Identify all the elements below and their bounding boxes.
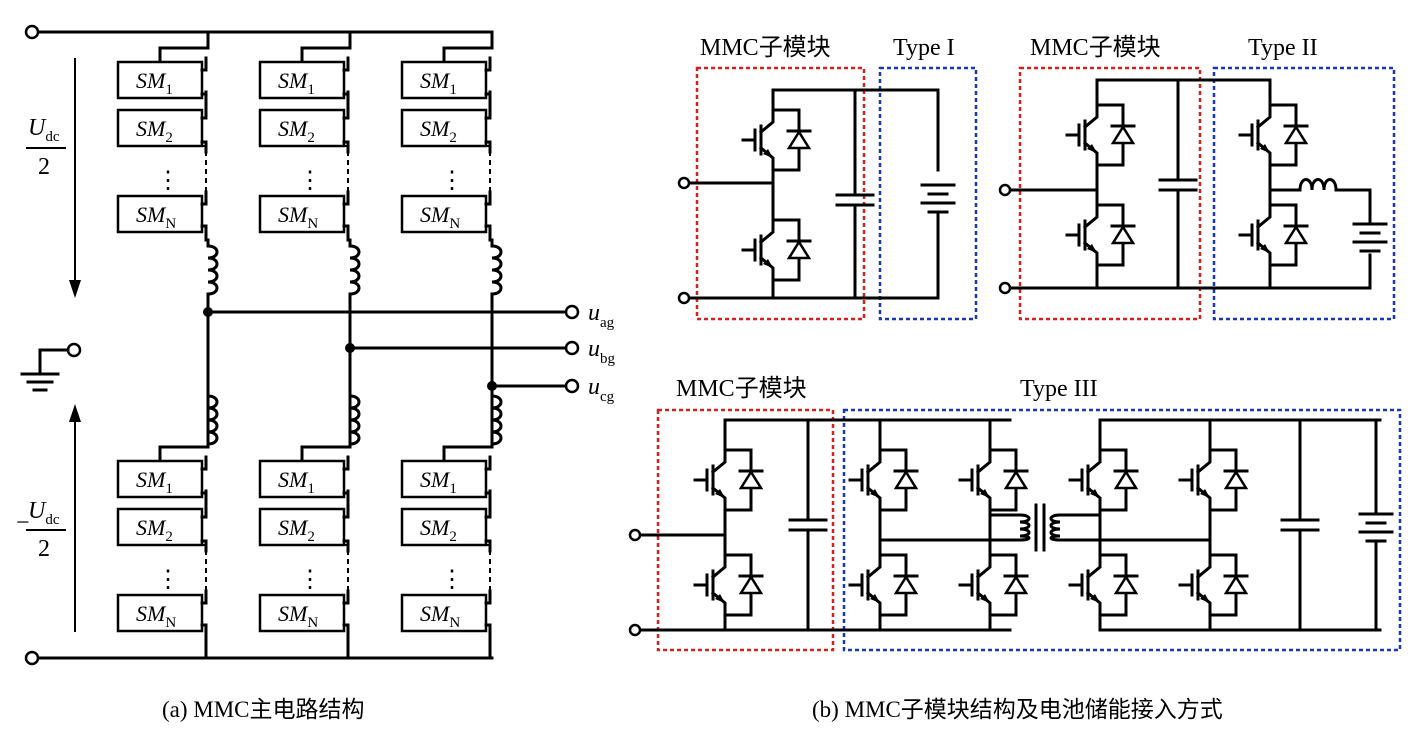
ground-icon [20,342,82,392]
svg-text:SMN: SMN [420,202,460,232]
svg-text:SM2: SM2 [420,116,457,146]
ellipsis: ⋮ [298,168,322,194]
dc-negative-terminal [24,650,40,666]
svg-text:SM1: SM1 [420,68,457,98]
type2-submodule-label: MMC子模块 [1030,34,1161,61]
type1-submodule-label: MMC子模块 [700,34,831,61]
arm-inductor-icon [206,244,219,296]
type3-label: Type III [1020,376,1098,402]
lower-voltage-arrow [69,404,81,632]
submodule-box: SMN [400,593,488,633]
type2-configuration: MMC子模块 Type II [998,34,1396,321]
svg-text:SM1: SM1 [278,467,315,497]
arm-inductor-icon [348,244,361,296]
type2-inductor-icon [1298,178,1338,192]
submodule-box: SM1 [258,459,346,499]
submodule-box: SM2 [116,507,204,547]
svg-text:SM1: SM1 [136,68,173,98]
caption-a: (a) MMC主电路结构 [162,697,365,722]
svg-text:SM2: SM2 [136,515,173,545]
type3-submodule-box [656,408,835,652]
svg-text:2: 2 [38,154,50,180]
type2-type-box [1212,66,1396,321]
submodule-box: SMN [116,194,204,234]
submodule-box: SM1 [400,459,488,499]
output-label-b: ubg [588,336,616,367]
svg-text:SM2: SM2 [278,515,315,545]
arm-inductor-icon [490,244,503,296]
submodule-box: SM1 [400,60,488,100]
upper-voltage-label: Udc 2 [26,115,66,180]
ellipsis: ⋮ [440,567,464,593]
type3-type-box [842,408,1402,652]
svg-text:Udc: Udc [28,115,60,145]
svg-text:SMN: SMN [136,202,176,232]
svg-text:SMN: SMN [278,601,318,631]
dc-positive-terminal [24,24,40,40]
mmc-main-circuit: SM1SM2SMN⋮SM1SM2SMN⋮SM1SM2SMN⋮SM1SM2SMN⋮… [16,24,616,722]
submodule-box: SM2 [258,108,346,148]
type2-submodule-box [1018,66,1202,321]
svg-text:SM2: SM2 [420,515,457,545]
submodule-box: SM1 [116,459,204,499]
submodule-box: SMN [258,194,346,234]
transformer-icon [1018,503,1062,552]
output-label-c: ucg [588,374,615,405]
svg-text:SM2: SM2 [136,116,173,146]
svg-text:SM2: SM2 [278,116,315,146]
submodule-box: SM1 [116,60,204,100]
caption-b: (b) MMC子模块结构及电池储能接入方式 [812,697,1223,722]
submodule-structures: MMC子模块 Type I MMC子模块 Type II [628,34,1402,722]
ellipsis: ⋮ [298,567,322,593]
ellipsis: ⋮ [440,168,464,194]
submodule-box: SM2 [116,108,204,148]
output-terminal-b [564,340,580,356]
type3-configuration: MMC子模块 Type III [628,375,1402,652]
type1-configuration: MMC子模块 Type I [677,34,978,321]
output-terminal-a [564,304,580,320]
lower-voltage-label: − Udc 2 [16,498,66,562]
svg-text:2: 2 [38,536,50,562]
type1-label: Type I [893,35,955,61]
svg-text:SMN: SMN [136,601,176,631]
submodule-box: SMN [400,194,488,234]
svg-text:SM1: SM1 [136,467,173,497]
svg-text:SM1: SM1 [278,68,315,98]
type1-type-box [878,66,978,321]
type2-label: Type II [1248,35,1318,61]
submodule-box: SM1 [258,60,346,100]
svg-text:Udc: Udc [28,498,60,528]
upper-voltage-arrow [69,58,81,298]
submodule-box: SM2 [400,108,488,148]
submodule-box: SMN [258,593,346,633]
submodule-box: SM2 [258,507,346,547]
type1-submodule-box [695,66,866,321]
ellipsis: ⋮ [156,168,180,194]
output-label-a: uag [588,300,615,331]
svg-text:SMN: SMN [420,601,460,631]
ellipsis: ⋮ [156,567,180,593]
svg-text:SMN: SMN [278,202,318,232]
output-terminal-c [564,378,580,394]
svg-text:SM1: SM1 [420,467,457,497]
type3-submodule-label: MMC子模块 [676,375,807,402]
submodule-box: SMN [116,593,204,633]
submodule-box: SM2 [400,507,488,547]
